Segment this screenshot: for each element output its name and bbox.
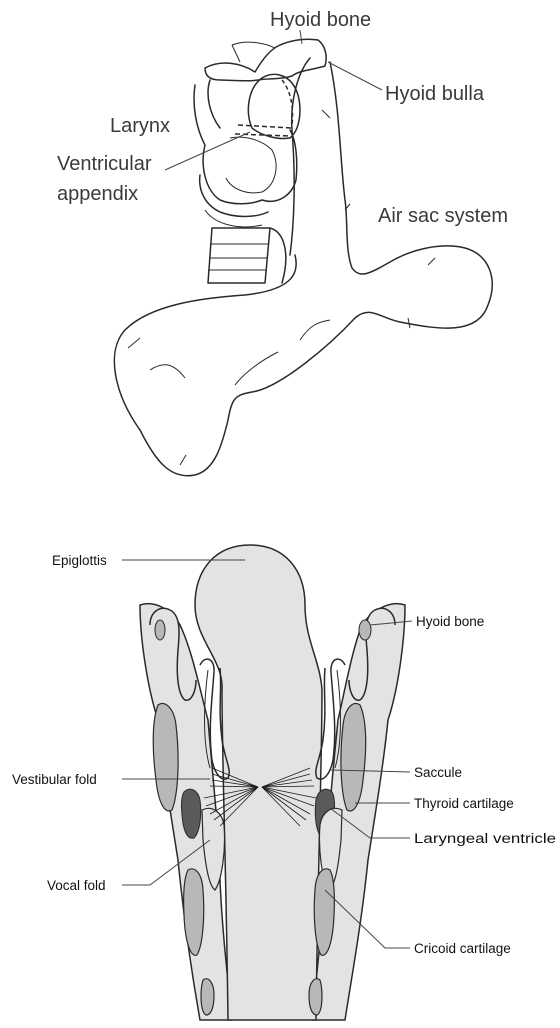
air-sac-body xyxy=(114,62,492,476)
label-epiglottis: Epiglottis xyxy=(52,553,107,568)
hyoid-bone-left-core xyxy=(155,620,165,640)
label-hyoid-bulla-top: Hyoid bulla xyxy=(385,83,485,105)
air-sac-left-contour xyxy=(150,365,185,378)
label-hyoid-bone-bottom: Hyoid bone xyxy=(416,614,484,629)
larynx-flap xyxy=(205,210,262,227)
hyoid-bone-detail-2 xyxy=(232,45,240,62)
label-saccule: Saccule xyxy=(414,765,462,780)
air-sac-neck xyxy=(290,58,310,255)
air-sac-detail-6 xyxy=(235,352,278,385)
air-sac-detail-2 xyxy=(180,455,186,465)
hyoid-bone-detail xyxy=(232,42,275,48)
air-sac-detail-1 xyxy=(128,338,140,348)
trachea xyxy=(208,228,270,283)
air-sac-neck-detail xyxy=(322,110,330,118)
leader-ventricular-appendix xyxy=(165,132,250,170)
label-air-sac-system: Air sac system xyxy=(378,205,508,227)
leader-hyoid-bone-top xyxy=(300,30,302,44)
label-vocal-fold: Vocal fold xyxy=(47,878,106,893)
larynx-section-drawing xyxy=(140,545,405,1020)
label-cricoid-cartilage: Cricoid cartilage xyxy=(414,941,511,956)
label-vestibular-fold: Vestibular fold xyxy=(12,772,97,787)
thyroid-cartilage-left xyxy=(153,704,178,811)
label-ventricular-appendix-line2: appendix xyxy=(57,183,138,205)
label-thyroid-cartilage: Thyroid cartilage xyxy=(414,796,514,811)
label-laryngeal-ventricle: Laryngeal ventricle xyxy=(414,831,556,846)
top-leaders xyxy=(165,30,382,170)
label-larynx-top: Larynx xyxy=(110,115,170,137)
cricoid-cartilage-left xyxy=(184,869,204,956)
ventricular-appendix-dashed-2 xyxy=(282,80,293,125)
tracheal-ring-right xyxy=(309,979,322,1015)
trachea-right-band xyxy=(270,228,286,283)
larynx-lower-ring xyxy=(200,175,268,217)
larynx-inner xyxy=(226,137,276,193)
air-sac-detail-5 xyxy=(428,258,435,265)
air-sac-detail-3 xyxy=(300,320,330,340)
label-hyoid-bone-top: Hyoid bone xyxy=(270,9,371,31)
tracheal-ring-left xyxy=(201,979,214,1015)
label-ventricular-appendix-line1: Ventricular xyxy=(57,153,152,175)
larynx-left-side xyxy=(208,80,220,128)
leader-hyoid-bulla-top xyxy=(328,62,382,90)
hyoid-bone-right-core xyxy=(359,620,371,640)
